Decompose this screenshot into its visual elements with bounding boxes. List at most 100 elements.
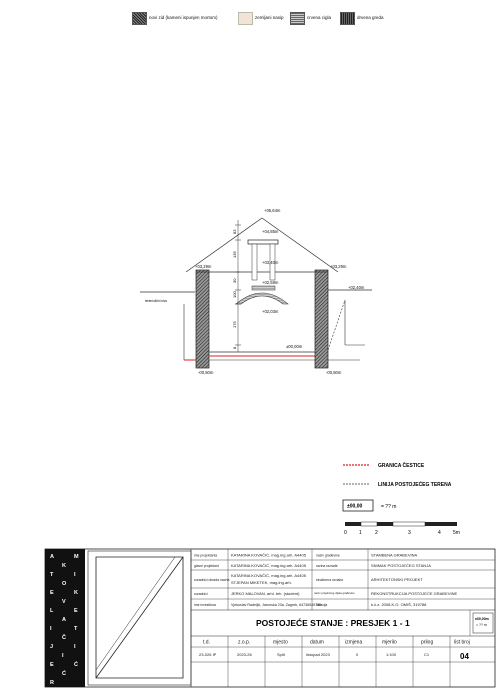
row-value: ARHITEKTONSKI PROJEKT — [371, 577, 423, 582]
row-label: razina razrade — [316, 564, 338, 568]
scale-tick: 3 — [408, 530, 411, 536]
scale-bar — [345, 521, 457, 527]
footer-header: mjesto — [273, 640, 288, 646]
left-wall — [195, 269, 210, 369]
svg-text:I: I — [74, 644, 76, 650]
row-label: ime investitora — [194, 603, 216, 607]
svg-text:E: E — [50, 590, 54, 596]
row-value: k.č.z. 2008,K.O. OMIŠ, 319788 — [371, 602, 427, 607]
level-floor: ±00,00m — [286, 344, 303, 349]
dim-label: 83 — [232, 229, 237, 234]
svg-text:E: E — [50, 662, 54, 668]
scale-tick: 2 — [375, 530, 378, 536]
dim-label: 8 — [232, 346, 237, 349]
row-value: KATARINA KOVAČIĆ, mag.ing.arh. A4405 — [231, 553, 307, 558]
level-left-base: -00,50m — [198, 370, 214, 375]
footer-header: prilog — [421, 640, 433, 646]
svg-text:J: J — [50, 644, 53, 650]
legend-label: zemljani nasip — [255, 15, 284, 20]
row-label: ime projektanta — [194, 554, 217, 558]
terrain-legend-label: LINIJA POSTOJEĆEG TERENA — [378, 480, 452, 488]
ground-lines — [140, 289, 372, 361]
row-value: KATARINA KOVAČIĆ, mag.ing.arh. A4405 — [231, 573, 307, 578]
level-right-wall-top: +03,29m — [330, 264, 347, 269]
level-arch-top: +02,58m — [262, 280, 279, 285]
scale-tick: 5m — [453, 530, 460, 536]
scale-tick: 0 — [344, 530, 347, 536]
level-slab-upper: +03,40m — [262, 260, 279, 265]
row-value: STJEPAN MIKETEK, mag.ing.arh. — [231, 580, 292, 585]
legend-label: drvena greda — [357, 15, 384, 20]
row-label: glavni projektant — [194, 564, 219, 568]
legend-label: novi zid (kameni ispunjen mortom) — [149, 15, 218, 20]
material-legend: novi zid (kameni ispunjen mortom) zemlja… — [120, 12, 384, 26]
footer-value: 0 — [356, 652, 359, 657]
svg-text:E: E — [74, 608, 78, 614]
boundary-legend-label: GRANICA ČESTICE — [378, 462, 425, 469]
level-left-wall-top: +03,29m — [195, 264, 212, 269]
level-note: ±00,00m — [475, 617, 489, 621]
dim-label: 135 — [232, 251, 237, 258]
footer-header: izmjena — [345, 640, 362, 646]
svg-text:R: R — [50, 680, 54, 686]
svg-text:V: V — [62, 599, 66, 605]
footer-header: t.d. — [203, 640, 210, 646]
legend-label: crvena cigla — [307, 15, 332, 20]
row-value: STAMBENA GRAĐEVINA — [371, 553, 417, 558]
footer-header: list broj — [454, 640, 470, 646]
center-column-right — [269, 243, 276, 281]
svg-text:I: I — [62, 653, 64, 659]
studio-logo: A T E L I J E R K O V A Č I Ć M I K E T … — [50, 554, 79, 686]
row-label: suradnici — [194, 592, 208, 596]
sheet-number: 04 — [460, 652, 469, 661]
svg-text:Ć: Ć — [74, 660, 78, 668]
scale-tick: 4 — [438, 530, 441, 536]
level-floor-mid: +02,03m — [262, 309, 279, 314]
svg-text:Ć: Ć — [62, 669, 66, 677]
svg-text:O: O — [62, 581, 67, 587]
svg-text:I: I — [74, 572, 76, 578]
upper-slab — [247, 239, 279, 245]
row-label: lokacija — [316, 603, 327, 607]
brick-swatch — [290, 12, 305, 25]
level-reference-meaning: = ?? m — [381, 504, 396, 510]
dim-label: 100 — [232, 291, 237, 298]
level-ridge: +05,64m — [264, 208, 281, 213]
level-reference-value: ±00,00 — [347, 504, 362, 510]
row-label: suradnici obrada nacrta — [194, 578, 230, 582]
beam-swatch — [340, 12, 355, 25]
dim-label: 175 — [232, 321, 237, 328]
row-value: Vjekoslav Radeljić, Jarunska 23a, Zagreb… — [231, 603, 321, 607]
row-value: REKONSTRUKCIJA POSTOJEĆE GRAĐEVINE — [371, 591, 457, 596]
stone-wall-swatch — [132, 12, 147, 25]
svg-text:T: T — [50, 572, 54, 578]
row-value: SNIMAK POSTOJEĆEG STANJA — [371, 563, 431, 568]
svg-text:A: A — [62, 617, 66, 623]
level-upper: +04,85m — [262, 229, 279, 234]
scale-tick: 1 — [359, 530, 362, 536]
footer-value: 1:100 — [386, 652, 397, 657]
level-note-box — [472, 612, 494, 634]
row-value: JERKO MALOVAN, arhi. teh. (student) — [231, 591, 300, 596]
svg-text:K: K — [74, 590, 78, 596]
footer-header: datum — [310, 640, 324, 646]
svg-text:K: K — [62, 563, 66, 569]
dim-label: 30 — [232, 278, 237, 283]
row-value: KATARINA KOVAČIĆ, mag.ing.arh. A4405 — [231, 563, 307, 568]
row-label: struktorna oznaka — [316, 578, 343, 582]
level-reference-box — [342, 499, 374, 512]
footer-header: z.o.p. — [238, 640, 250, 646]
earth-swatch — [238, 12, 253, 25]
footer-value: 23-026 IP — [199, 652, 217, 657]
svg-text:T: T — [74, 626, 78, 632]
center-column-left — [251, 243, 258, 281]
footer-value: C1 — [424, 652, 430, 657]
footer-value: Split — [277, 652, 286, 657]
row-label: naziv građevine — [316, 554, 340, 558]
title-block — [44, 548, 496, 688]
brick-arch — [235, 292, 289, 305]
roof-outline — [185, 217, 339, 273]
level-note-value: = ?? m — [476, 623, 487, 627]
